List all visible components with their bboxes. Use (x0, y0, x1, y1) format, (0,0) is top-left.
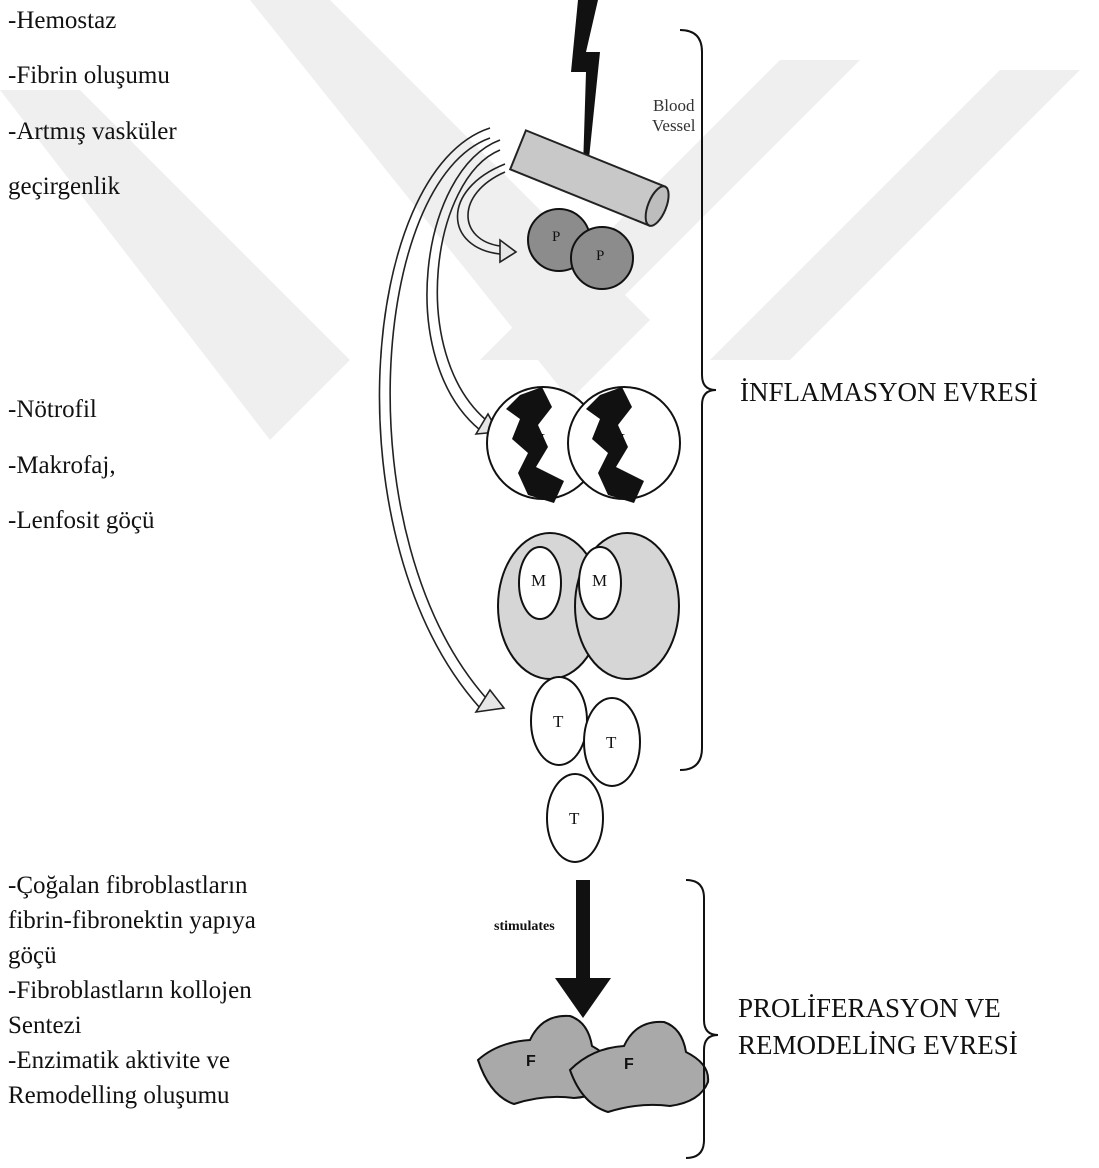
bracket-proliferation (686, 880, 718, 1158)
note-fibrin: -Fibrin oluşumu (8, 61, 170, 91)
note-fibroblast-1: -Çoğalan fibroblastların (8, 871, 248, 901)
macrophages (498, 533, 679, 679)
macrophage-label: M (531, 571, 546, 591)
fibroblast-label: F (624, 1055, 634, 1075)
note-permeability: geçirgenlik (8, 172, 120, 202)
blood-vessel-label-line: Blood (652, 96, 695, 116)
phase-proliferation-line1: PROLİFERASYON VE (738, 993, 1001, 1023)
note-enzymatic: -Enzimatik aktivite ve (8, 1046, 230, 1076)
macrophage-label: M (592, 571, 607, 591)
note-collagen-1: -Fibroblastların kollojen (8, 976, 252, 1006)
lymphocyte-label: T (553, 712, 563, 732)
phase-proliferation-line2: REMODELİNG EVRESİ (738, 1030, 1018, 1060)
stimulates-arrow (555, 880, 611, 1018)
neutrophil-label: N (532, 430, 545, 450)
blood-vessel-label-line: Vessel (652, 116, 695, 136)
lymphocyte-label: T (606, 733, 616, 753)
note-neutrophil: -Nötrofil (8, 395, 97, 425)
platelet-label: P (596, 247, 604, 265)
phase-inflammation: İNFLAMASYON EVRESİ (740, 377, 1038, 407)
fibroblast-label: F (526, 1052, 536, 1072)
note-hemostaz: -Hemostaz (8, 6, 116, 36)
platelet-label: P (552, 228, 560, 246)
stimulates-label: stimulates (494, 918, 555, 936)
neutrophils (487, 387, 680, 503)
lymphocyte-label: T (569, 809, 579, 829)
note-lymphocyte: -Lenfosit göçü (8, 506, 154, 536)
note-remodelling: Remodelling oluşumu (8, 1081, 230, 1111)
note-vascular: -Artmış vasküler (8, 117, 177, 147)
fibroblasts (478, 1016, 708, 1112)
lightning-bolt-icon (571, 0, 600, 168)
neutrophil-label: N (612, 430, 625, 450)
note-fibroblast-3: göçü (8, 941, 57, 971)
lymphocytes (531, 677, 640, 862)
blood-vessel-label: Blood Vessel (652, 96, 695, 136)
note-fibroblast-2: fibrin-fibronektin yapıya (8, 906, 256, 936)
note-collagen-2: Sentezi (8, 1011, 82, 1041)
note-macrophage: -Makrofaj, (8, 451, 116, 481)
